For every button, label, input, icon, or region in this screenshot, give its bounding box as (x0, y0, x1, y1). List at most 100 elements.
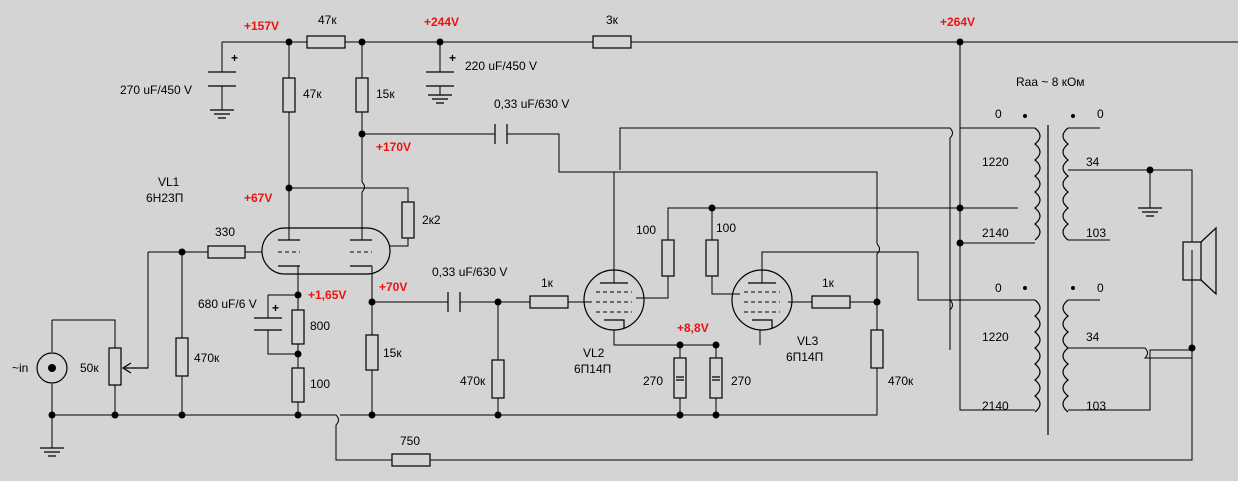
tube-vl1-type: 6Н23П (146, 191, 183, 205)
pot-wiper (121, 362, 148, 374)
voltage-70: +70V (379, 280, 407, 294)
cap-680uf (254, 317, 282, 331)
voltage-157: +157V (244, 19, 279, 33)
r-1k-vl2 (529, 295, 569, 309)
label-r-47k-anode: 47к (303, 87, 322, 101)
voltage-165: +1,65V (308, 288, 346, 302)
label-pot-50k: 50к (80, 361, 99, 375)
cap-270uf (208, 71, 236, 87)
transformer-title: Raa ~ 8 кОм (1016, 75, 1085, 89)
label-r-270-vl2: 270 (643, 374, 663, 388)
pot-50k (108, 347, 122, 386)
label-r-470k-vl3: 470к (888, 374, 914, 388)
r-15k-cathode (365, 334, 379, 371)
r-47k-anode (282, 77, 296, 113)
tap-upper-0: 0 (995, 107, 1002, 121)
input-label: ~in (12, 361, 28, 375)
r-270-vl2 (673, 357, 687, 399)
voltage-244: +244V (424, 15, 459, 29)
label-r-1k-vl2: 1к (541, 276, 554, 290)
output-transformer (1023, 114, 1075, 435)
ground-icon (210, 109, 234, 119)
tap-upper-2140: 2140 (982, 226, 1009, 240)
tap-sec-upper-0: 0 (1097, 107, 1104, 121)
tap-upper-1220: 1220 (982, 155, 1009, 169)
polarity-c680: + (272, 301, 279, 315)
junction-dots (48, 38, 1196, 419)
tube-vl1 (261, 227, 391, 275)
label-c-033-mid: 0,33 uF/630 V (432, 265, 507, 279)
label-r-800: 800 (310, 319, 330, 333)
r-15k-anode (355, 77, 369, 113)
label-c-220uf: 220 uF/450 V (465, 59, 537, 73)
labels: +157V +244V +264V +67V +170V +1,65V +70V… (12, 13, 1106, 448)
label-r-3k: 3к (606, 13, 619, 27)
r-470k-input (175, 337, 189, 377)
label-r-330: 330 (215, 225, 235, 239)
label-r-100-vl3: 100 (716, 221, 736, 235)
r-750 (391, 453, 431, 467)
voltage-88: +8,8V (677, 321, 709, 335)
tube-vl3-name: VL3 (797, 334, 819, 348)
voltage-170: +170V (376, 140, 411, 154)
voltage-67: +67V (244, 191, 272, 205)
label-c-680uf: 680 uF/6 V (198, 297, 257, 311)
capacitors (208, 71, 508, 331)
tap-lower-0: 0 (995, 281, 1002, 295)
wires (51, 41, 1238, 461)
resistors (108, 35, 884, 467)
ground-icon (40, 447, 64, 457)
r-47k-series (306, 35, 346, 49)
r-3k (592, 35, 632, 49)
r-100-vl3 (705, 239, 719, 277)
r-470k-vl2 (491, 359, 505, 399)
label-r-2k2: 2к2 (422, 213, 441, 227)
cap-033-top (494, 124, 508, 144)
label-r-270-vl3: 270 (731, 374, 751, 388)
label-r-470k-input: 470к (194, 351, 220, 365)
label-r-1k-vl3: 1к (822, 276, 835, 290)
label-r-47k-series: 47к (318, 13, 337, 27)
r-800 (291, 309, 305, 345)
label-r-750: 750 (400, 434, 420, 448)
r-100-cathode (291, 367, 305, 403)
r-330 (207, 245, 246, 259)
tap-sec-lower-0: 0 (1097, 281, 1104, 295)
tap-sec-upper-103: 103 (1086, 226, 1106, 240)
tube-vl2 (583, 269, 645, 331)
r-2k2 (401, 201, 415, 239)
tube-vl3 (731, 269, 793, 331)
tap-sec-upper-34: 34 (1086, 155, 1100, 169)
cap-220uf (426, 71, 454, 87)
tube-vl2-name: VL2 (583, 346, 605, 360)
r-1k-vl3 (811, 295, 851, 309)
label-c-033-top: 0,33 uF/630 V (494, 97, 569, 111)
label-c-270uf: 270 uF/450 V (120, 83, 192, 97)
r-470k-vl3 (870, 329, 884, 369)
label-r-15k-anode: 15к (376, 87, 395, 101)
cap-033-mid (447, 292, 461, 312)
label-r-100-cathode: 100 (310, 377, 330, 391)
speaker-icon (1182, 226, 1217, 296)
tap-sec-lower-103: 103 (1086, 399, 1106, 413)
r-270-vl3 (709, 357, 723, 399)
label-r-470k-vl2: 470к (460, 374, 486, 388)
voltage-264: +264V (940, 15, 975, 29)
polarity-c270: + (231, 51, 238, 65)
tap-sec-lower-34: 34 (1086, 330, 1100, 344)
tube-vl2-type: 6П14П (574, 362, 611, 376)
label-r-100-vl2: 100 (636, 223, 656, 237)
r-100-vl2 (661, 239, 675, 277)
input-jack (36, 352, 68, 384)
tube-vl1-name: VL1 (158, 175, 180, 189)
ground-icon (428, 94, 452, 104)
ground-symbols (40, 94, 1162, 457)
tube-vl3-type: 6П14П (786, 350, 823, 364)
tap-lower-1220: 1220 (982, 330, 1009, 344)
label-r-15k-cathode: 15к (383, 346, 402, 360)
ground-icon (1138, 207, 1162, 217)
polarity-c220: + (449, 51, 456, 65)
tap-lower-2140: 2140 (982, 399, 1009, 413)
